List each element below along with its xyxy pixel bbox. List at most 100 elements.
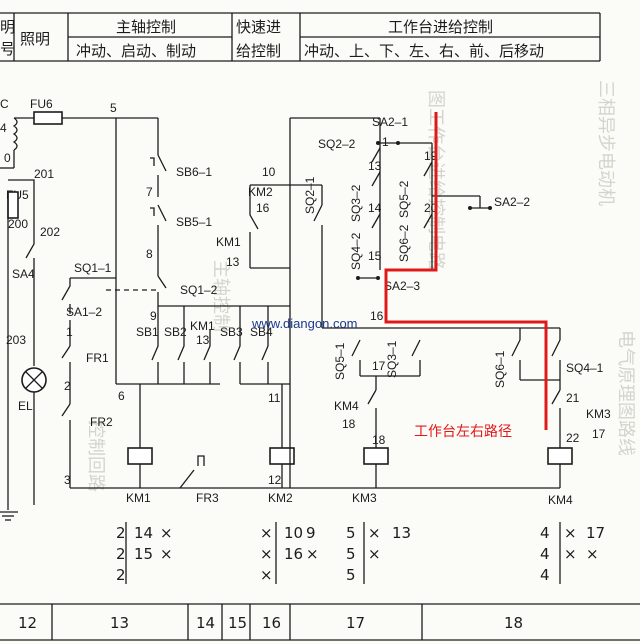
label-km2: KM2 <box>268 491 293 505</box>
label-17: 17 <box>372 359 386 373</box>
label-fr2: FR2 <box>90 415 113 429</box>
label-3: 3 <box>64 473 71 487</box>
contact-cell-km4-2-0: 4 <box>540 566 550 584</box>
footer-row: 12 13 14 15 16 17 18 <box>0 603 640 641</box>
label-22: 22 <box>566 431 580 445</box>
label-sa2-3: SA2–3 <box>384 279 420 293</box>
label-fu6: FU6 <box>30 97 53 111</box>
label-17b: 17 <box>592 427 606 441</box>
contact-cell-km2-1-0: × <box>260 545 273 563</box>
label-sq6-1: SQ6–1 <box>493 350 507 388</box>
contact-cell-km3-0-2: 13 <box>392 524 411 542</box>
footer-12: 12 <box>18 614 37 632</box>
contact-cell-km2-1-2: × <box>306 545 319 563</box>
label-sq5-1: SQ5–1 <box>333 342 347 380</box>
label-16: 16 <box>256 201 270 215</box>
svg-text:三相异步电动机: 三相异步电动机 <box>595 80 616 206</box>
label-km1: KM1 <box>126 491 151 505</box>
footer-16: 16 <box>262 614 281 632</box>
path-note: 工作台左右路径 <box>414 423 512 439</box>
label-13b: 13 <box>226 255 240 269</box>
label-6: 6 <box>118 389 125 403</box>
header-cut-line1: 明 <box>0 18 15 36</box>
label-sq5-2: SQ5–2 <box>397 180 411 218</box>
watermark-text: www.diangon.com <box>251 316 358 331</box>
label-sb6-1: SB6–1 <box>176 165 212 179</box>
label-sa4: SA4 <box>12 267 35 281</box>
contact-cell-km4-0-2: 17 <box>586 524 605 542</box>
label-14: 14 <box>368 201 382 215</box>
fu5-fuse <box>7 191 19 219</box>
label-sq4-1: SQ4–1 <box>566 361 604 375</box>
label-21: 21 <box>566 391 580 405</box>
footer-17: 17 <box>346 614 365 632</box>
svg-text:C: C <box>0 97 9 111</box>
header-table-feed-sub: 冲动、上、下、左、右、前、后移动 <box>304 42 544 60</box>
header-light: 照明 <box>20 30 50 48</box>
contact-cell-km1-1-2: × <box>160 545 173 563</box>
contact-cell-km1-0-0: 2 <box>116 524 126 542</box>
label-km2-contact: KM2 <box>248 185 273 199</box>
label-sq2-1: SQ2–1 <box>303 176 317 214</box>
label-13c: 13 <box>368 159 382 173</box>
contact-table-km3: 5×135×5 <box>346 524 411 584</box>
header-spindle: 主轴控制 <box>116 18 176 36</box>
fu6-fuse <box>33 111 63 125</box>
background-texture: 图工作台进给控制电路 三相异步电动机 主轴控制 电气原理图路线 控制回路 <box>85 80 636 492</box>
label-el: EL <box>18 399 33 413</box>
label-16b: 16 <box>370 309 384 323</box>
contact-cell-km3-2-0: 5 <box>346 566 356 584</box>
km1-coil <box>127 447 153 465</box>
label-fr3: FR3 <box>196 491 219 505</box>
contact-cell-km1-1-0: 2 <box>116 545 126 563</box>
label-sq1-2: SQ1–2 <box>180 283 218 297</box>
contact-cell-km4-0-0: 4 <box>540 524 550 542</box>
contact-cell-km1-0-1: 14 <box>134 524 153 542</box>
header-rapid-sub: 给控制 <box>236 42 281 60</box>
footer-14: 14 <box>196 614 215 632</box>
label-19: 19 <box>424 149 438 163</box>
svg-text:电气原理图路线: 电气原理图路线 <box>615 330 636 456</box>
label-sa2-2: SA2–2 <box>494 195 530 209</box>
label-km4: KM4 <box>548 493 573 507</box>
km4-coil <box>547 447 573 465</box>
header-table: 明 号 照明 主轴控制 冲动、启动、制动 快速进 给控制 工作台进给控制 冲动、… <box>0 12 601 62</box>
label-sq3-1: SQ3–1 <box>385 340 399 378</box>
footer-15: 15 <box>228 614 247 632</box>
label-2: 2 <box>64 379 71 393</box>
km3-coil <box>363 447 389 465</box>
contact-cell-km2-2-0: × <box>260 566 273 584</box>
label-fr1: FR1 <box>86 351 109 365</box>
contact-cell-km4-1-1: × <box>564 545 577 563</box>
label-sq1-1: SQ1–1 <box>74 261 112 275</box>
label-sa1-2: SA1–2 <box>66 305 102 319</box>
rapid-circuit: 10 KM2 16 KM1 13 <box>216 165 290 269</box>
svg-text:主轴控制: 主轴控制 <box>210 260 231 332</box>
contact-cell-km3-0-1: × <box>368 524 381 542</box>
label-10: 10 <box>262 165 276 179</box>
label-sb1: SB1 <box>136 325 159 339</box>
label-13: 13 <box>196 333 210 347</box>
footer-18: 18 <box>504 614 523 632</box>
label-11: 11 <box>268 391 281 405</box>
contact-cell-km4-1-0: 4 <box>540 545 550 563</box>
label-sb3: SB3 <box>220 325 243 339</box>
label-18b: 18 <box>372 433 386 447</box>
contact-cell-km2-0-0: × <box>260 524 273 542</box>
label-18: 18 <box>342 417 356 431</box>
label-200: 200 <box>8 217 28 231</box>
contact-cell-km3-1-0: 5 <box>346 545 356 563</box>
header-table-feed: 工作台进给控制 <box>388 18 493 36</box>
contact-cell-km1-0-2: × <box>160 524 173 542</box>
label-km1-contact: KM1 <box>190 319 215 333</box>
contact-cell-km1-1-1: 15 <box>134 545 153 563</box>
label-12: 12 <box>268 473 282 487</box>
feed-circuit: SQ2–1 SQ2–2 SA2–1 1 13 SQ3–2 14 SQ4–2 15… <box>289 112 611 507</box>
contact-cell-km2-0-1: 10 <box>284 524 303 542</box>
label-km1-n: KM1 <box>216 235 241 249</box>
label-201: 201 <box>34 167 54 181</box>
